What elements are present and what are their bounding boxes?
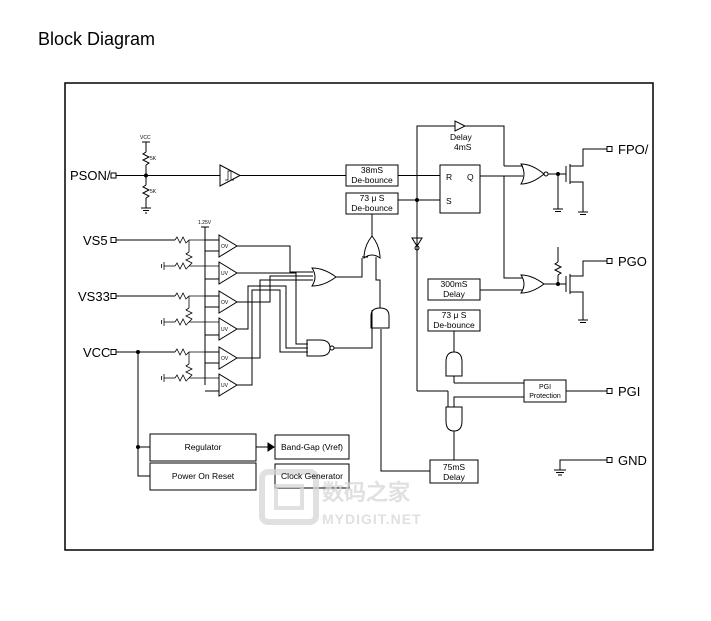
res-top-label: 5K xyxy=(150,156,157,162)
pin-gnd-label: GND xyxy=(618,453,647,468)
page-title: Block Diagram xyxy=(38,29,156,49)
pin-pgi-label: PGI xyxy=(618,384,640,399)
pin-vs33-label: VS33 xyxy=(78,289,110,304)
comp-4-label: UV xyxy=(221,327,229,333)
bandgap-text: Band-Gap (Vref) xyxy=(281,442,343,452)
res-bottom-label: 5K xyxy=(150,189,157,195)
pin-vcc-label: VCC xyxy=(83,345,110,360)
debounce-73us-text-2: De-bounce xyxy=(351,203,393,213)
bandgap-block xyxy=(274,434,350,460)
watermark: 数码之家 MYDIGIT.NET xyxy=(259,469,422,527)
clock-generator-block xyxy=(274,463,350,489)
comp-5-label: OV xyxy=(221,356,229,362)
delay-300ms-text-2: Delay xyxy=(443,289,465,299)
comparators xyxy=(218,234,238,397)
comp-2-label: UV xyxy=(221,271,229,277)
delay-300ms-text-1: 300mS xyxy=(441,279,468,289)
comp-3-label: OV xyxy=(221,300,229,306)
power-on-reset-text: Power On Reset xyxy=(172,471,235,481)
pgi-protection-text-2: Protection xyxy=(529,393,561,400)
debounce-73us-b-text-1: 73 μ S xyxy=(442,310,467,320)
delay-4ms-label-1: Delay xyxy=(450,132,472,142)
power-on-reset-block xyxy=(149,462,257,491)
delay-4ms-label-2: 4mS xyxy=(454,142,472,152)
comp-6-label: UV xyxy=(221,383,229,389)
debounce-73us-b-text-2: De-bounce xyxy=(433,320,475,330)
pin-pgo-label: PGO xyxy=(618,254,647,269)
clock-generator-text: Clock Generator xyxy=(281,471,343,481)
pgi-protection-text-1: PGI xyxy=(539,384,551,391)
regulator-text: Regulator xyxy=(185,442,222,452)
debounce-38ms-text-2: De-bounce xyxy=(351,175,393,185)
debounce-73us-text-1: 73 μ S xyxy=(360,193,385,203)
rs-flipflop xyxy=(439,164,481,214)
pin-pson-label: PSON/ xyxy=(70,168,111,183)
vcc-small-label: VCC xyxy=(140,135,151,141)
ref-125-label: 1.25V xyxy=(198,220,212,226)
watermark-en: MYDIGIT.NET xyxy=(322,511,422,527)
delay-75ms-text-1: 75mS xyxy=(443,462,466,472)
pin-vs5-label: VS5 xyxy=(83,233,108,248)
ff-q-label: Q xyxy=(467,172,474,182)
delay-75ms-text-2: Delay xyxy=(443,472,465,482)
watermark-cn: 数码之家 xyxy=(322,480,411,505)
ff-r-label: R xyxy=(446,172,452,182)
delay-300ms-block xyxy=(427,278,481,301)
debounce-38ms-text-1: 38mS xyxy=(361,165,384,175)
comp-1-label: OV xyxy=(221,244,229,250)
ff-s-label: S xyxy=(446,196,452,206)
diagram-frame xyxy=(64,82,654,551)
pin-fpo-label: FPO/ xyxy=(618,142,649,157)
